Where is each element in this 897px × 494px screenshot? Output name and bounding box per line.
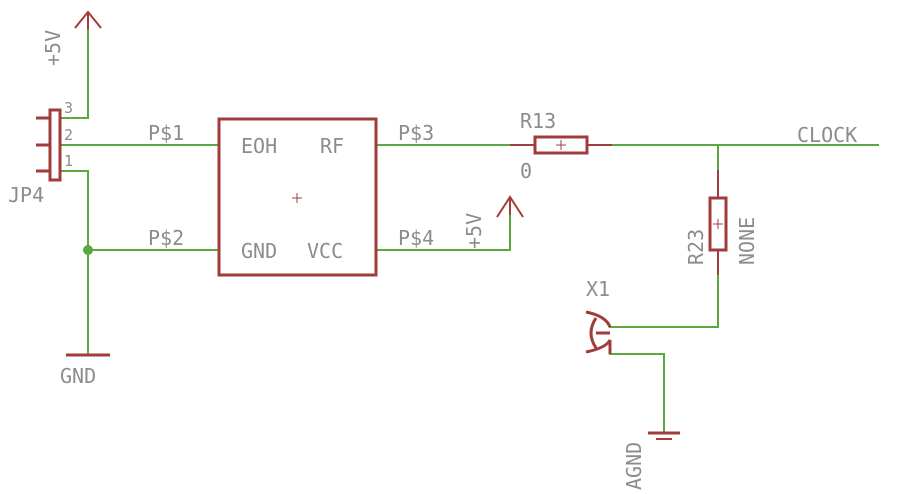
wire-x1-to-agnd[interactable] [609, 353, 665, 434]
x1-contact-top [585, 310, 612, 328]
wire-pin1-to-gnd[interactable] [61, 170, 89, 355]
supply-5v-mid[interactable]: +5V [462, 195, 524, 249]
r13-body [533, 135, 589, 155]
jp4-label: JP4 [8, 183, 44, 207]
agnd-symbol[interactable]: AGND [622, 431, 680, 490]
jp4-body [48, 108, 62, 182]
r13-name: R13 [520, 109, 556, 133]
rf-module[interactable]: EOH RF GND VCC P$1 P$2 P$3 P$4 [148, 117, 434, 277]
pin-eoh-label: EOH [241, 134, 277, 158]
gnd-symbol[interactable]: GND [60, 353, 110, 388]
wires [61, 27, 879, 434]
supply-5v-mid-label: +5V [462, 213, 486, 249]
jp4-header[interactable]: 3 2 1 JP4 [8, 99, 73, 207]
x1-contact-bottom [585, 339, 612, 354]
jp4-pin2-number: 2 [64, 126, 73, 144]
module-body [217, 117, 378, 277]
pad4-label: P$4 [398, 226, 434, 250]
clock-net-label: CLOCK [797, 123, 857, 147]
connector-x1[interactable]: X1 [585, 277, 612, 354]
pad3-label: P$3 [398, 121, 434, 145]
x1-name: X1 [586, 277, 610, 301]
wire-p4-to-5v[interactable] [375, 206, 511, 251]
resistor-r13[interactable]: R13 0 [510, 109, 612, 183]
junction-dot [83, 245, 93, 255]
r23-body [708, 196, 728, 252]
pin-vcc-label: VCC [307, 239, 343, 263]
pad1-label: P$1 [148, 121, 184, 145]
resistor-r23[interactable]: R23 NONE [684, 170, 759, 275]
r23-value: NONE [735, 217, 759, 265]
pin-rf-label: RF [320, 134, 344, 158]
wire-5v-jp4-pin3[interactable] [61, 27, 89, 119]
gnd-label: GND [60, 364, 96, 388]
wire-r23-to-x1[interactable] [609, 274, 719, 328]
jp4-pin1-number: 1 [64, 152, 73, 170]
r13-value: 0 [520, 159, 532, 183]
r23-name: R23 [684, 229, 708, 265]
supply-5v-top-label: +5V [41, 30, 65, 66]
pin-gnd-label: GND [241, 239, 277, 263]
agnd-label: AGND [622, 442, 646, 490]
pad2-label: P$2 [148, 226, 184, 250]
jp4-pin3-number: 3 [64, 99, 73, 117]
supply-5v-top[interactable]: +5V [41, 10, 102, 66]
